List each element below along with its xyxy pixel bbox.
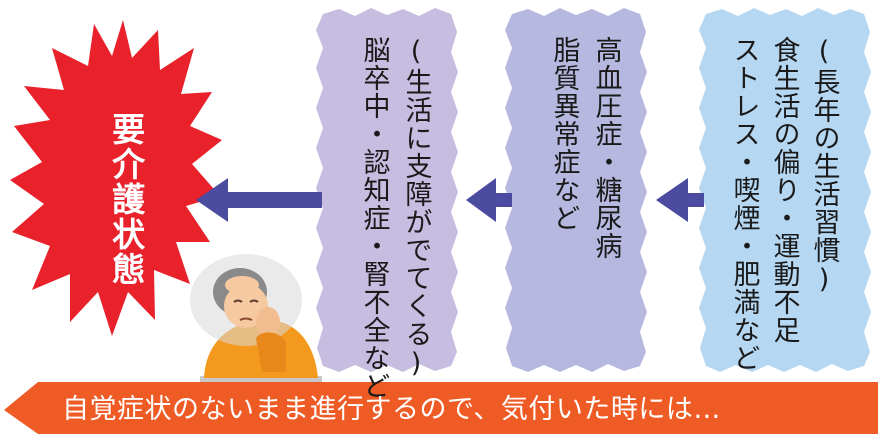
banner-shape [4, 382, 878, 434]
banner-text: 自覚症状のないまま進行するので、気付いた時には… [62, 394, 721, 425]
stage2-text-col1: 高血圧症・糖尿病 [590, 36, 622, 260]
stage1-text-col3: ストレス・喫煙・肥満など [728, 36, 760, 372]
stage2-box [505, 8, 647, 372]
arrow-stage3-to-result [196, 178, 322, 222]
stage3-box [316, 8, 458, 372]
elderly-person-icon [190, 254, 322, 382]
stage1-text-col1: (長年の生活習慣) [808, 36, 840, 296]
stage1-text-col2: 食生活の偏り・運動不足 [768, 36, 800, 344]
arrow-stage1-to-stage2 [656, 178, 704, 222]
result-label: 要介護状態 [106, 112, 146, 287]
stage2-text-col2: 脂質異常症など [548, 36, 580, 232]
arrow-stage2-to-stage3 [466, 178, 512, 222]
result-burst [10, 20, 222, 336]
stage3-text-col2: 脳卒中・認知症・腎不全など [358, 36, 390, 400]
stage1-box [699, 8, 871, 372]
stage3-text-col1: (生活に支障がでてくる) [400, 36, 432, 380]
